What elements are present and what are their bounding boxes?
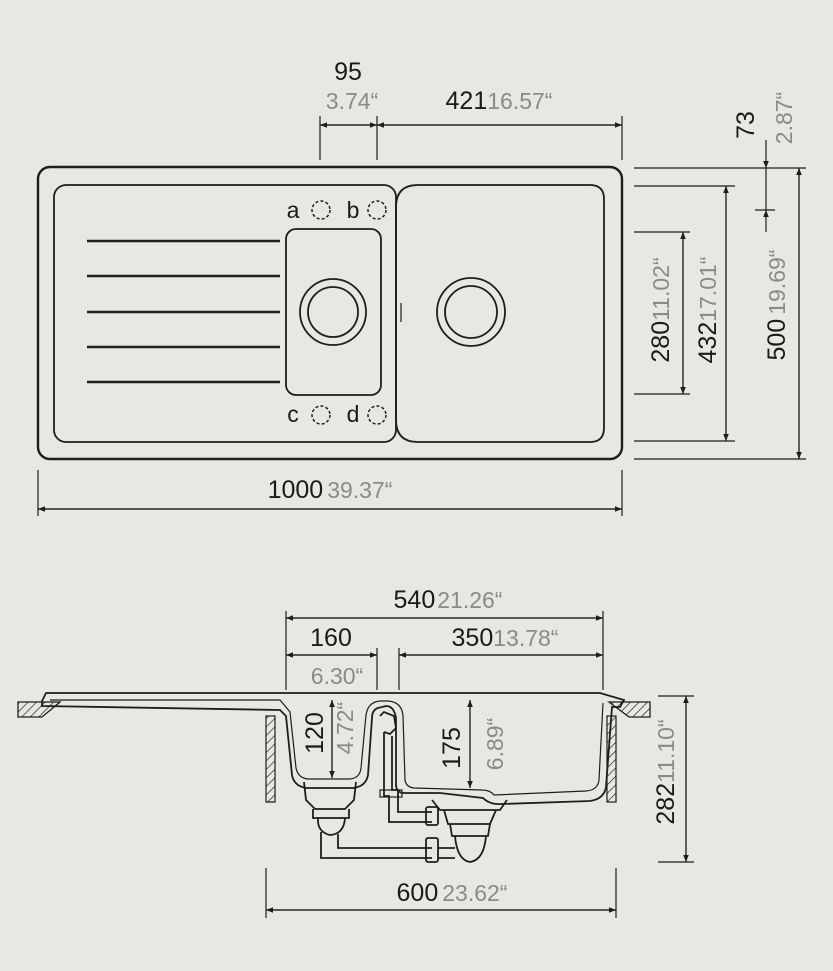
tap-hole-d: d	[347, 401, 387, 427]
svg-text:43217.01“: 43217.01“	[694, 257, 722, 364]
tap-hole-a: a	[287, 197, 331, 223]
dim-total-depth: 50019.69“	[763, 168, 802, 459]
dim-small-bowl-height: 120 4.72“	[301, 700, 358, 778]
main-bowl-outline	[395, 184, 605, 443]
dim-bowls-total-width: 54021.26“	[285, 586, 604, 690]
dim-main-bowl-width-section: 35013.78“	[398, 624, 603, 690]
cabinet-wall-left	[265, 715, 276, 803]
overflow-pipe	[379, 710, 432, 823]
small-bowl-waste-fitting	[303, 781, 432, 859]
dim-total-height: 28211.10“	[652, 695, 694, 863]
svg-text:28211.10“: 28211.10“	[652, 719, 680, 824]
dim-main-bowl-width: 42116.57“	[377, 87, 623, 160]
dim-tap-offset: 73 2.87“	[732, 92, 797, 232]
svg-text:d: d	[347, 401, 360, 427]
svg-text:95: 95	[334, 58, 362, 86]
svg-text:28011.02“: 28011.02“	[647, 257, 675, 362]
svg-text:3.74“: 3.74“	[326, 88, 378, 114]
drainer-grooves	[87, 239, 280, 384]
svg-text:4.72“: 4.72“	[332, 702, 358, 754]
sink-profile-outer	[41, 692, 626, 806]
main-bowl-waste-fitting	[425, 799, 508, 863]
svg-text:6.89“: 6.89“	[482, 718, 508, 770]
dim-main-bowl-height: 175 6.89“	[438, 700, 508, 788]
tap-hole-c: c	[287, 401, 331, 427]
worktop-right	[607, 701, 651, 718]
dim-bowl-gap: 95 3.74“	[319, 58, 378, 160]
plan-view: a b c d 95 3.74“ 42116.57“	[36, 58, 806, 516]
section-view: 54021.26“ 160 6.30“ 35013.78“ 120 4.72“	[17, 586, 694, 918]
svg-text:c: c	[287, 401, 299, 427]
sink-profile-inner	[50, 699, 604, 796]
small-bowl-waste	[299, 278, 367, 346]
svg-text:50019.69“: 50019.69“	[763, 250, 791, 361]
svg-text:54021.26“: 54021.26“	[394, 586, 503, 614]
worktop-left	[17, 701, 62, 718]
svg-text:120: 120	[301, 712, 329, 754]
drainer-area	[53, 184, 397, 443]
svg-text:175: 175	[438, 727, 466, 769]
svg-text:6.30“: 6.30“	[311, 663, 363, 689]
sink-outline	[36, 165, 624, 461]
dim-small-bowl-width: 160 6.30“	[286, 624, 378, 690]
small-bowl-outline	[285, 228, 382, 396]
tap-hole-b: b	[347, 197, 387, 223]
dim-small-bowl-depth: 28011.02“	[647, 232, 686, 394]
svg-text:35013.78“: 35013.78“	[452, 624, 559, 652]
main-bowl-waste	[436, 277, 506, 347]
svg-text:160: 160	[310, 624, 352, 652]
svg-text:73: 73	[732, 111, 760, 139]
svg-text:b: b	[347, 197, 360, 223]
svg-text:a: a	[287, 197, 300, 223]
svg-text:42116.57“: 42116.57“	[446, 87, 553, 115]
svg-text:2.87“: 2.87“	[771, 92, 797, 144]
dim-main-bowl-depth: 43217.01“	[694, 186, 729, 441]
